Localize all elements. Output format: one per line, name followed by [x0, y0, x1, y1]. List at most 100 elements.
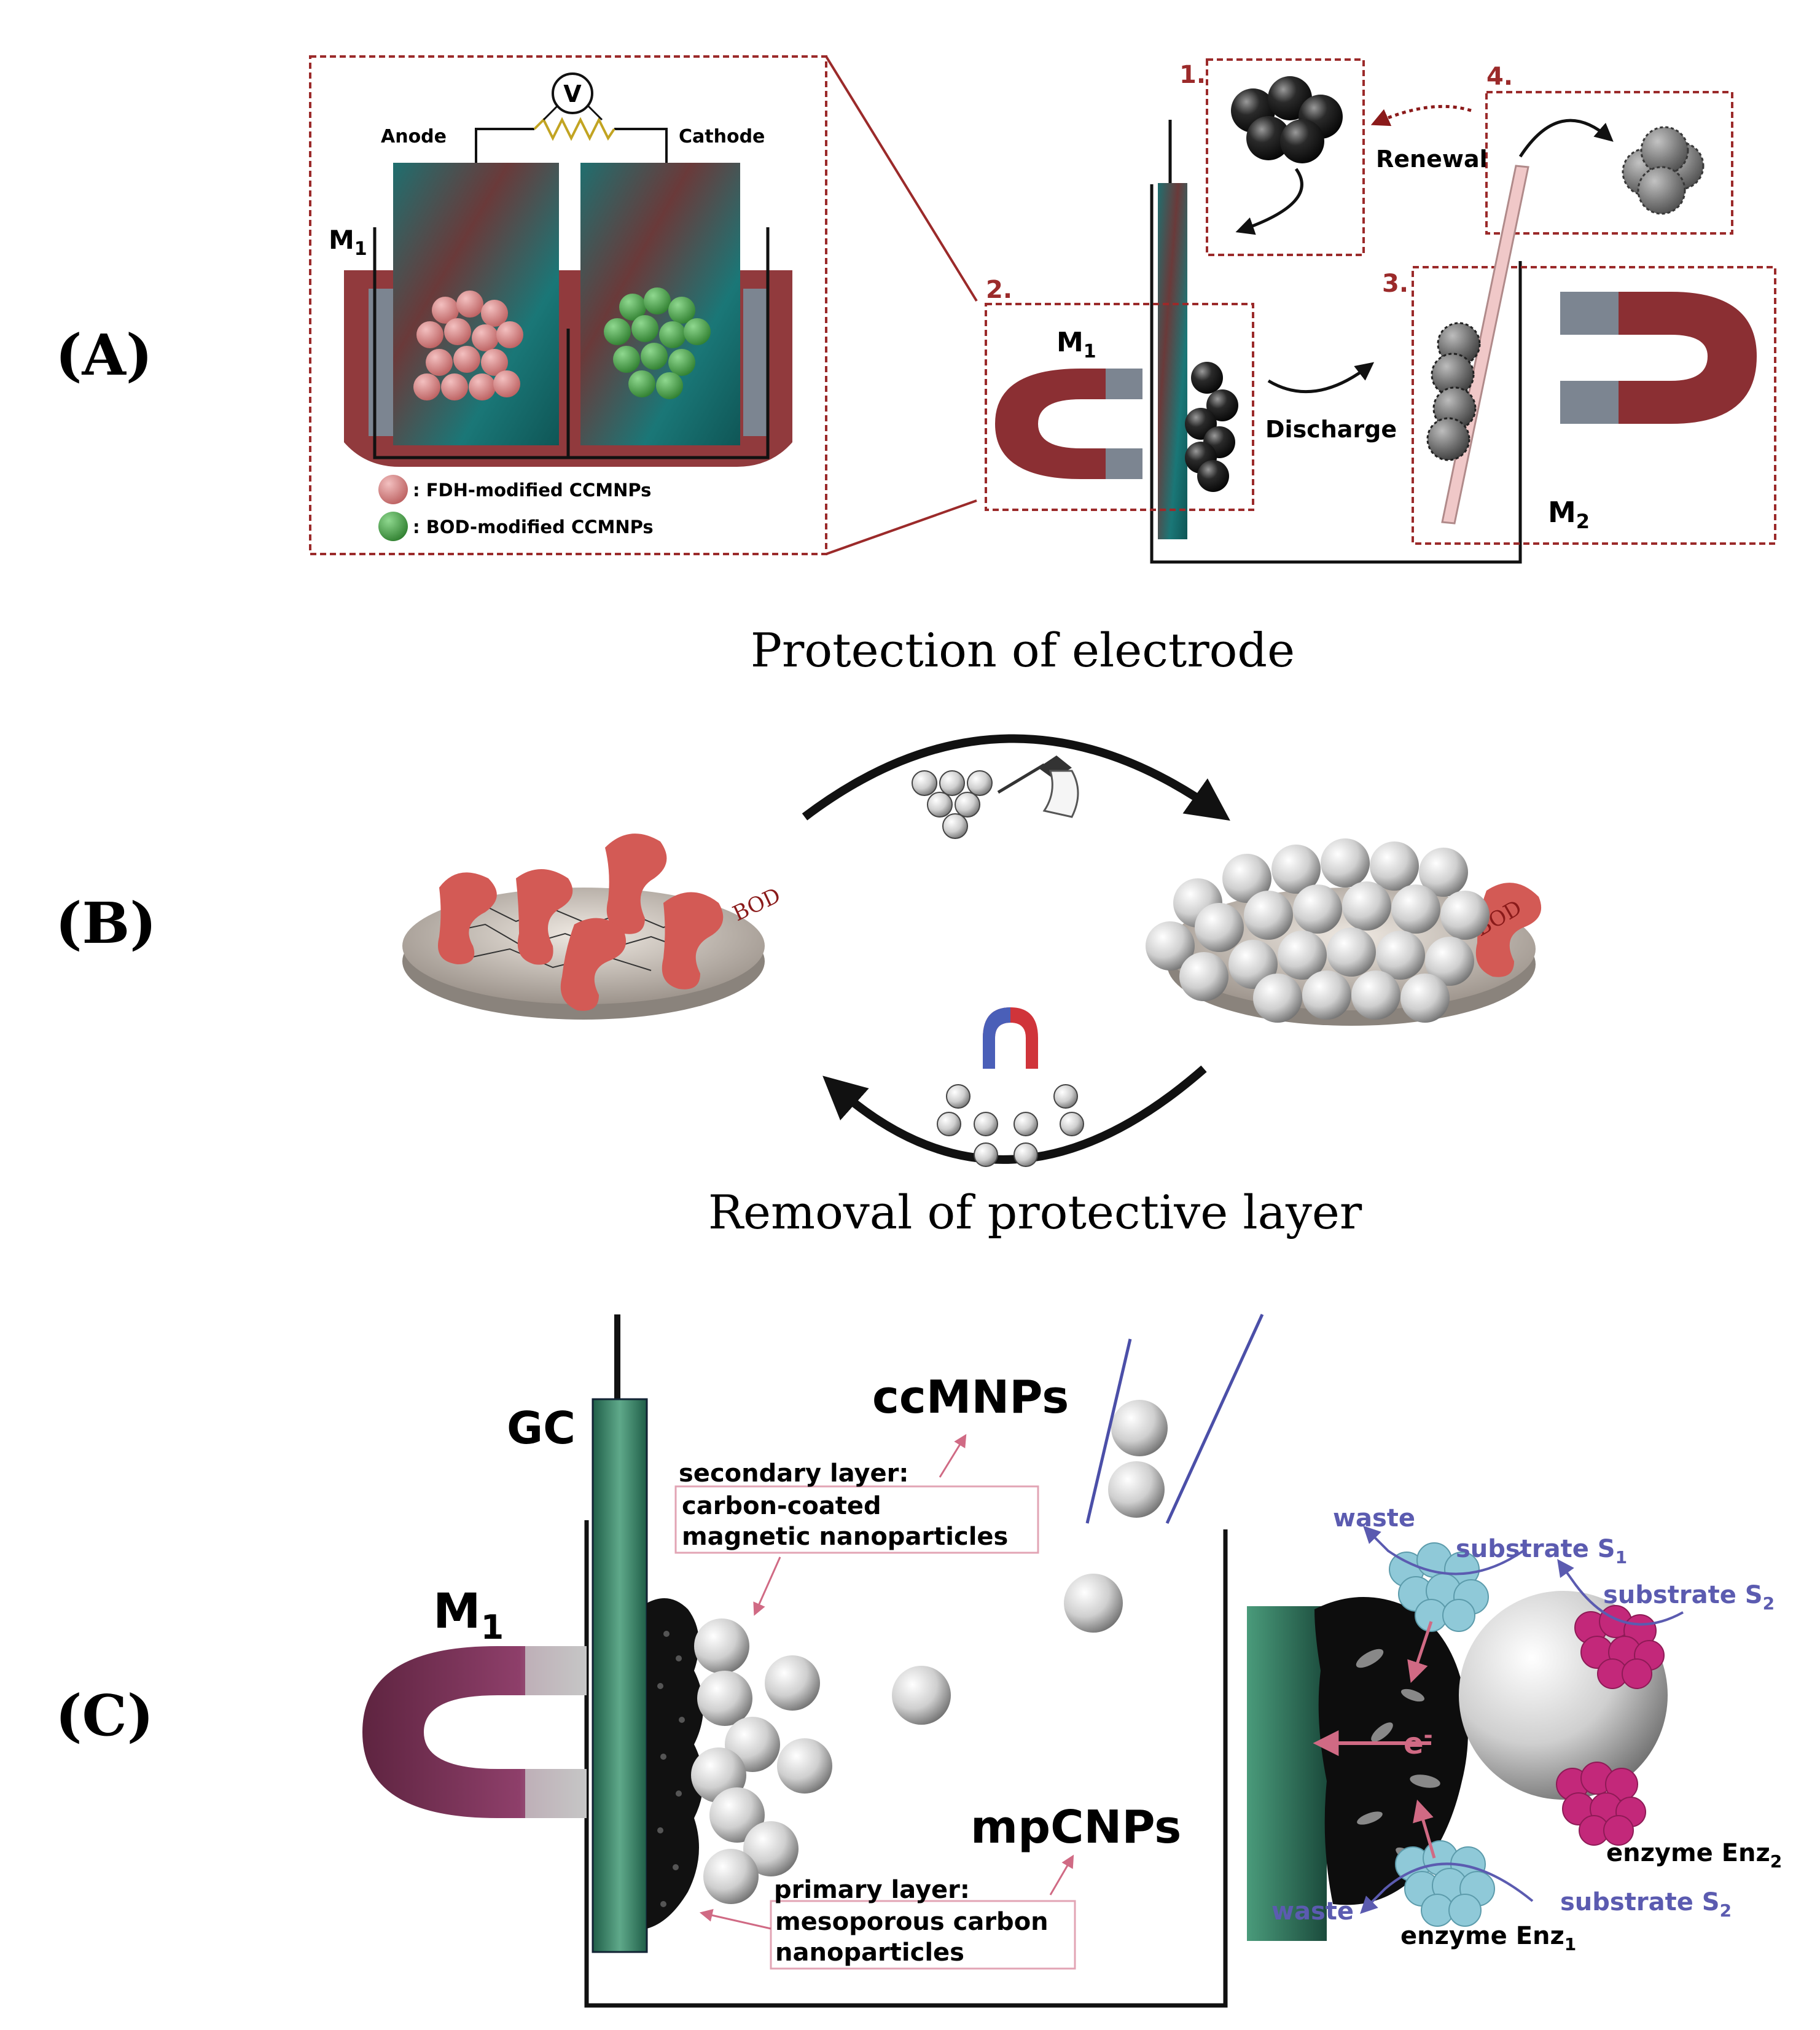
step4-label: 4.	[1486, 63, 1513, 91]
pipette-icon	[997, 755, 1079, 818]
voltmeter-label: V	[563, 80, 582, 107]
bod-particle-cluster	[604, 287, 711, 399]
protective-particle-layer	[1146, 838, 1490, 1023]
waste-bottom-label: waste	[1271, 1897, 1354, 1926]
waste-top-label: waste	[1333, 1504, 1415, 1532]
enzyme-enz1-top	[1389, 1542, 1489, 1632]
secondary-layer-box	[674, 1485, 1039, 1554]
substrate-s2-bottom-arrow	[1360, 1862, 1534, 1914]
small-magnet-icon	[983, 1007, 1038, 1069]
panel-a-label: (A)	[55, 322, 152, 388]
primary-layer-line2: mesoporous carbon	[775, 1908, 1049, 1936]
cell-magnet-pole-right	[743, 289, 768, 436]
removed-particles	[937, 1084, 1084, 1167]
inset-carbon-particle	[1314, 1597, 1468, 1905]
bod-enzymes-left	[438, 833, 724, 1011]
step3-magnet-label: M2	[1548, 496, 1590, 533]
zoom-connector-bottom	[826, 499, 977, 555]
secondary-layer-line2: carbon-coated	[682, 1492, 881, 1520]
primary-arrow-left	[699, 1909, 771, 1930]
cell-container	[373, 227, 770, 459]
primary-arrow-up	[1049, 1854, 1074, 1895]
substrate-s1-label: substrate S1	[1456, 1535, 1627, 1567]
cell-magnet-pole-left	[369, 289, 393, 436]
pipette-outline	[1085, 1313, 1264, 1524]
primary-layer-line1: primary layer:	[774, 1876, 970, 1904]
step2-magnet-label: M1	[1056, 327, 1096, 362]
substrate-s2-bottom-label: substrate S2	[1560, 1888, 1732, 1921]
mpcnps-label: mpCNPs	[971, 1801, 1181, 1854]
electron-arrow-vertical-bottom	[1413, 1799, 1436, 1859]
primary-layer-box	[770, 1900, 1076, 1970]
step1-arrow	[1235, 168, 1303, 235]
step3-box	[1412, 266, 1776, 545]
cell-zoom-frame	[309, 55, 827, 555]
step2-label: 2.	[986, 276, 1012, 304]
magnet-m1	[362, 1646, 587, 1818]
enzyme-enz1-bottom	[1395, 1840, 1495, 1927]
voltmeter-icon	[552, 72, 593, 114]
resistor	[533, 117, 615, 141]
enzyme-enz2-label: enzyme Enz2	[1606, 1839, 1782, 1872]
step2-box	[985, 303, 1254, 511]
discharge-label: Discharge	[1265, 416, 1397, 443]
primary-layer-line3: nanoparticles	[775, 1938, 964, 1967]
renewal-label: Renewal	[1376, 146, 1488, 173]
step4-box	[1485, 91, 1733, 235]
secondary-arrow-down	[753, 1556, 781, 1616]
step4-arrow	[1518, 119, 1614, 158]
inset-electrode	[1247, 1606, 1327, 1941]
panel-b: (B) Protection of electrode Removal of p…	[55, 623, 1542, 1239]
legend-fdh-swatch	[378, 475, 408, 504]
reactor-container	[1150, 184, 1522, 564]
bod-label-left: BOD	[729, 883, 784, 926]
cell-magnet-label: M1	[329, 225, 367, 260]
ccmnp-particles-free	[892, 1400, 1168, 1725]
removal-caption: Removal of protective layer	[708, 1185, 1362, 1239]
secondary-layer-line1: secondary layer:	[679, 1459, 908, 1488]
mesoporous-carbon-layer	[647, 1598, 703, 1929]
anode-label: Anode	[381, 126, 447, 147]
magnet-m1-label: M1	[433, 1584, 504, 1647]
secondary-arrow-up	[939, 1434, 967, 1478]
step1-label: 1.	[1179, 61, 1206, 89]
gc-electrode	[592, 1398, 648, 1953]
enzyme-enz1-label: enzyme Enz1	[1400, 1922, 1576, 1954]
panel-c-label: (C)	[55, 1682, 154, 1749]
step3-particles	[1426, 322, 1481, 461]
enzyme-enz2-bottom	[1556, 1762, 1646, 1846]
protection-caption: Protection of electrode	[751, 623, 1295, 677]
panel-a: (A) M1 Anode Cathode V	[55, 55, 1776, 564]
ccmnps-label: ccMNPs	[872, 1371, 1069, 1424]
gc-label: GC	[507, 1402, 576, 1454]
legend-bod-swatch	[378, 512, 408, 541]
substrate-s2-top-label: substrate S2	[1603, 1581, 1775, 1614]
voltmeter-lead-left	[542, 103, 560, 121]
electron-arrow-vertical-top	[1407, 1621, 1433, 1683]
beaker	[584, 1520, 1228, 2008]
secondary-layer-line3: magnetic nanoparticles	[682, 1523, 1008, 1551]
renewal-arrow	[1370, 104, 1472, 127]
panel-b-label: (B)	[55, 890, 157, 956]
ccmnp-particles-attached	[691, 1618, 832, 1904]
bod-enzyme-right	[1475, 883, 1542, 977]
step3-label: 3.	[1382, 270, 1408, 298]
legend-fdh-label: : FDH-modified CCMNPs	[413, 480, 651, 501]
substrate-s1-arrow	[1363, 1526, 1525, 1575]
protection-arrow	[802, 734, 1230, 821]
fdh-particle-cluster	[413, 291, 523, 400]
step3-magnet	[1560, 292, 1757, 424]
removal-arrow	[822, 1065, 1207, 1164]
electrode-rod	[1158, 183, 1187, 539]
step4-particles	[1622, 126, 1705, 215]
step2-particles	[1185, 362, 1238, 492]
voltmeter-lead-right	[585, 103, 603, 121]
pores	[657, 1631, 685, 1907]
electron-label: e-	[1404, 1723, 1433, 1761]
circuit-wire	[475, 128, 668, 163]
step1-particles	[1231, 76, 1343, 163]
substrate-s2-top-arrow	[1557, 1559, 1684, 1626]
panel-c: (C) GC	[55, 1313, 1782, 2008]
dropper-particles	[912, 770, 993, 839]
